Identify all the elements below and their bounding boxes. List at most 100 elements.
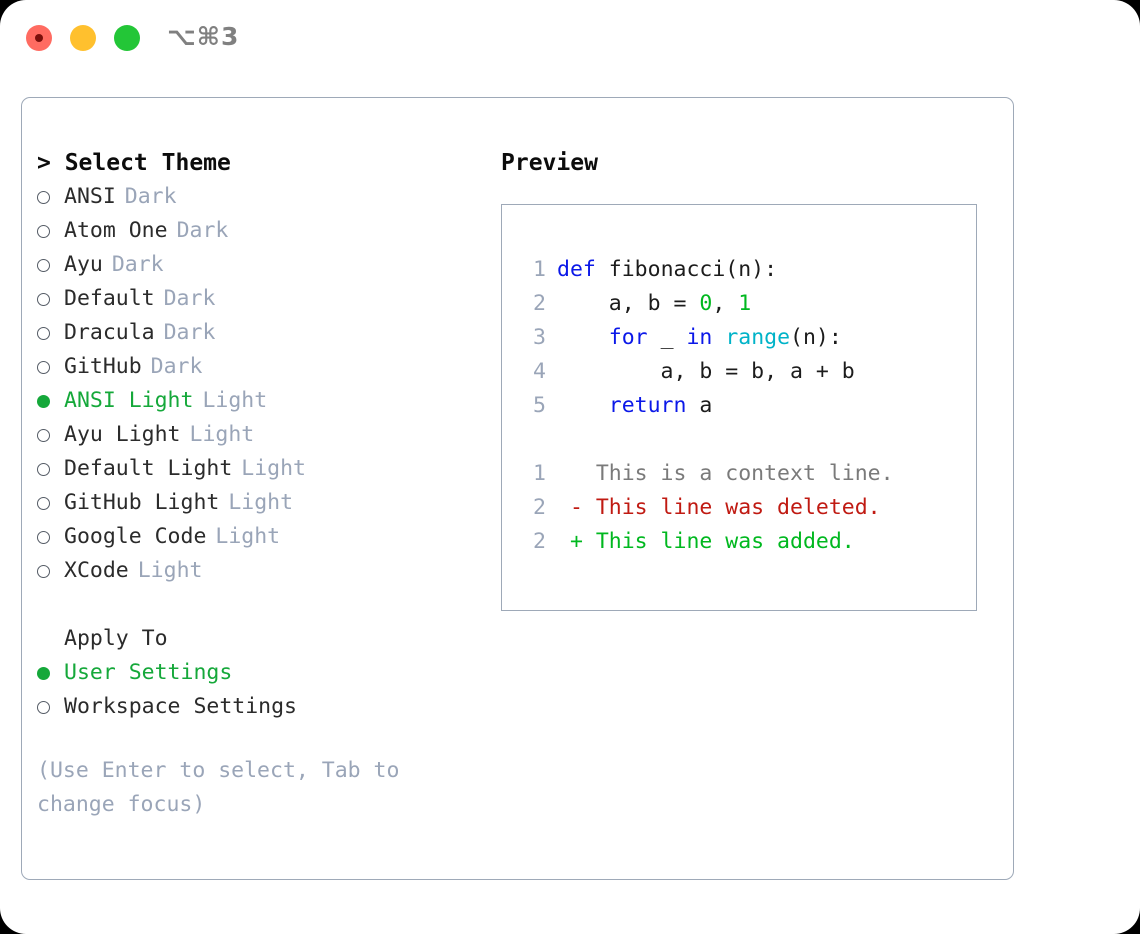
code-diff-spacer [520,423,894,457]
theme-option[interactable]: ANSI Light Light [37,384,497,418]
theme-option-label: Default [64,286,155,311]
bullet-empty [37,701,50,714]
code-token-kw: in [686,325,713,350]
code-token-pln: (n): [790,325,842,350]
code-token-pln [557,325,609,350]
radio-empty-icon [37,690,64,724]
code-token-kw: for [608,325,648,350]
keyboard-hint: (Use Enter to select, Tab to change focu… [37,758,413,817]
theme-option-label: Ayu [64,252,103,277]
apply-to-heading: Apply To [64,626,168,651]
radio-selected-icon [37,656,64,690]
radio-empty-icon [37,554,64,588]
diff-line-text-add: + This line was added. [557,529,855,554]
title-bar: ⌥⌘3 [0,0,1140,78]
apply-to-option-label: User Settings [64,660,233,685]
code-token-kw: return [608,393,687,418]
theme-option-variant: Light [241,456,307,481]
theme-option-variant: Dark [176,218,229,243]
bullet-empty [37,429,50,442]
radio-empty-icon [37,214,64,248]
theme-option[interactable]: Google Code Light [37,520,497,554]
section-spacer [37,588,497,622]
bullet-empty [37,361,50,374]
code-line: 5 return a [520,389,894,423]
theme-option-label: XCode [64,558,129,583]
theme-option-variant: Light [137,558,203,583]
theme-option-label: GitHub [64,354,142,379]
code-line-text: a, b = 0, 1 [557,287,751,321]
code-line: 3 for _ in range(n): [520,321,894,355]
radio-empty-icon [37,282,64,316]
close-button[interactable] [26,25,52,51]
radio-empty-icon [37,248,64,282]
code-token-kw: def [557,257,596,282]
bullet-filled [37,395,50,408]
radio-empty-icon [37,520,64,554]
apply-to-option[interactable]: Workspace Settings [37,690,497,724]
diff-line: 1 This is a context line. [520,457,894,491]
code-line-text: a, b = b, a + b [557,355,855,389]
code-line-number: 2 [533,291,546,316]
apply-to-option-label: Workspace Settings [64,694,297,719]
window-shortcut-label: ⌥⌘3 [167,22,240,51]
theme-option-label: Default Light [64,456,233,481]
bullet-empty [37,565,50,578]
code-token-fn: range [725,325,791,350]
theme-option-variant: Light [202,388,268,413]
theme-option-label: GitHub Light [64,490,220,515]
diff-line-number: 2 [533,495,546,520]
code-token-num: 1 [738,291,752,316]
theme-option[interactable]: Ayu Light Light [37,418,497,452]
code-line-text: for _ in range(n): [557,321,842,355]
code-token-pln: a, b = b, a + b [557,359,855,384]
radio-empty-icon [37,418,64,452]
maximize-button[interactable] [114,25,140,51]
theme-option-label: Ayu Light [64,422,181,447]
bullet-empty [37,225,50,238]
theme-option-label: Google Code [64,524,207,549]
apply-to-option[interactable]: User Settings [37,656,497,690]
theme-option-variant: Light [189,422,255,447]
code-line-number: 4 [533,359,546,384]
bullet-empty [37,293,50,306]
select-theme-heading: > Select Theme [37,150,231,176]
minimize-button[interactable] [70,25,96,51]
radio-selected-icon [37,384,64,418]
code-line-number: 5 [533,393,546,418]
code-token-pln: , [712,291,739,316]
radio-empty-icon [37,486,64,520]
code-token-pln: _ [647,325,687,350]
code-line: 4 a, b = b, a + b [520,355,894,389]
code-token-num: 0 [699,291,713,316]
theme-option[interactable]: XCode Light [37,554,497,588]
radio-empty-icon [37,180,64,214]
code-token-pln [557,393,609,418]
theme-option-variant: Light [215,524,281,549]
radio-empty-icon [37,316,64,350]
code-token-pln: a [686,393,713,418]
theme-option-label: Dracula [64,320,155,345]
theme-option[interactable]: Default Dark [37,282,497,316]
theme-option-variant: Dark [163,286,216,311]
diff-line: 2 + This line was added. [520,525,894,559]
theme-option[interactable]: Default Light Light [37,452,497,486]
code-line-number: 1 [533,257,546,282]
theme-option-label: ANSI Light [64,388,194,413]
bullet-empty [37,463,50,476]
